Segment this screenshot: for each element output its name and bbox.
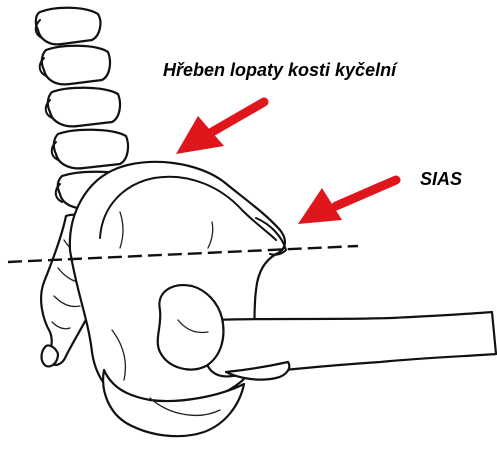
arrow-sias-shaft	[336, 180, 396, 206]
vertebra-l3	[48, 88, 120, 127]
vertebra-l2	[42, 46, 110, 85]
label-iliac-crest: Hřeben lopaty kosti kyčelní	[163, 60, 396, 81]
vertebra-l4	[54, 130, 128, 169]
vertebra-l1	[36, 8, 101, 45]
coccyx	[42, 345, 59, 366]
label-sias: SIAS	[420, 169, 462, 190]
femur	[158, 285, 496, 379]
arrow-iliac-crest-shaft	[212, 102, 264, 132]
femur-shaft	[205, 312, 496, 376]
arrow-sias	[298, 180, 396, 224]
arrow-iliac-crest-head	[176, 116, 224, 154]
arrow-iliac-crest	[176, 102, 264, 154]
